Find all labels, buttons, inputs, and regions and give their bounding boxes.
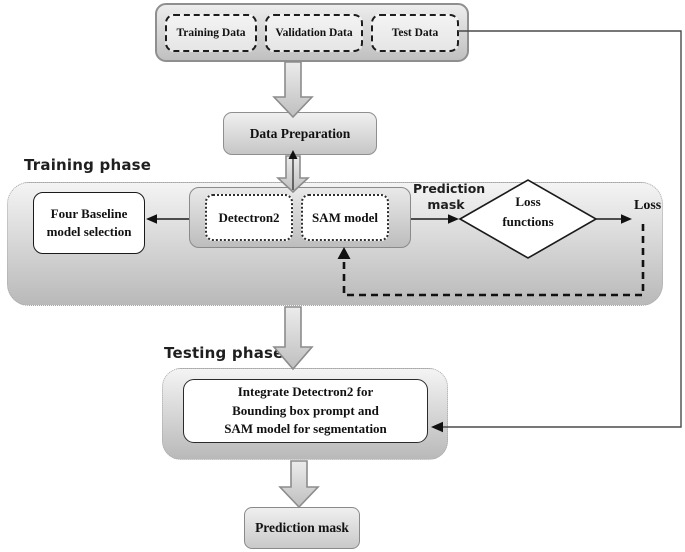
training-data-label: Training Data bbox=[176, 26, 246, 39]
training-data-box: Training Data bbox=[165, 13, 257, 52]
data-sources-container: Training Data Validation Data Test Data bbox=[155, 3, 469, 62]
loss-functions-line1: Loss bbox=[515, 194, 541, 209]
data-preparation-box: Data Preparation bbox=[223, 112, 377, 155]
detectron2-box: Detectron2 bbox=[205, 194, 293, 241]
integration-line2: Bounding box prompt and bbox=[232, 402, 379, 418]
test-data-label: Test Data bbox=[391, 26, 439, 39]
sam-model-label: SAM model bbox=[311, 209, 379, 225]
integration-box: Integrate Detectron2 for Bounding box pr… bbox=[183, 379, 428, 443]
prediction-mask-annotation: Prediction mask bbox=[413, 181, 486, 214]
loss-annotation: Loss bbox=[634, 198, 662, 213]
detectron2-label: Detectron2 bbox=[218, 209, 280, 225]
four-baseline-line2: model selection bbox=[46, 224, 132, 239]
integration-line1: Integrate Detectron2 for bbox=[237, 384, 374, 400]
prediction-mask-annotation-line2: mask bbox=[427, 197, 465, 213]
validation-data-box: Validation Data bbox=[265, 13, 363, 52]
validation-data-label: Validation Data bbox=[275, 26, 353, 39]
four-baseline-line1: Four Baseline bbox=[50, 206, 128, 222]
loss-functions-line2: functions bbox=[502, 214, 554, 230]
integration-line3: SAM model for segmentation bbox=[224, 421, 387, 437]
data-preparation-label: Data Preparation bbox=[249, 125, 351, 141]
block-arrow-testing-to-output bbox=[278, 460, 320, 509]
four-baseline-box: Four Baseline model selection bbox=[33, 192, 145, 254]
testing-phase-label: Testing phase bbox=[164, 344, 284, 362]
training-phase-label: Training phase bbox=[24, 156, 152, 174]
sam-model-box: SAM model bbox=[301, 194, 389, 241]
loss-functions-label: Loss functions bbox=[478, 192, 578, 232]
prediction-mask-output-box: Prediction mask bbox=[244, 507, 360, 549]
prediction-mask-annotation-line1: Prediction bbox=[413, 181, 486, 196]
model-pair-container: Detectron2 SAM model bbox=[189, 187, 411, 248]
block-arrow-data-to-preparation bbox=[272, 61, 314, 119]
prediction-mask-output-label: Prediction mask bbox=[255, 520, 349, 535]
test-data-box: Test Data bbox=[371, 13, 459, 52]
